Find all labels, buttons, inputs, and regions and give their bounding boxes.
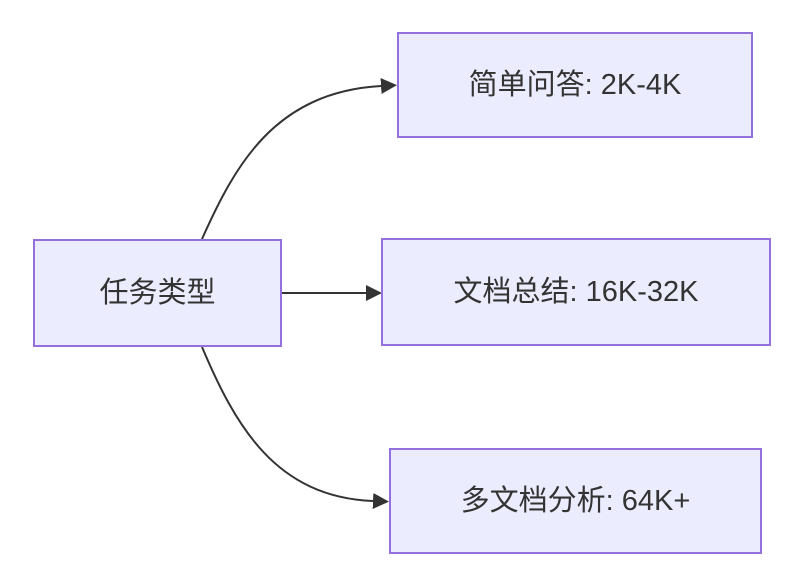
node-task-type: 任务类型 (33, 239, 282, 347)
node-multi-doc: 多文档分析: 64K+ (389, 448, 762, 554)
node-multi-doc-label: 多文档分析: 64K+ (460, 484, 691, 517)
node-doc-summary-label: 文档总结: 16K-32K (453, 275, 699, 308)
node-doc-summary: 文档总结: 16K-32K (381, 238, 771, 346)
edge-task-type-to-multi-doc (201, 346, 389, 509)
node-simple-qa-label: 简单问答: 2K-4K (468, 68, 682, 101)
edge-task-type-to-simple-qa (201, 78, 397, 240)
node-task-type-label: 任务类型 (99, 276, 216, 309)
node-simple-qa: 简单问答: 2K-4K (397, 32, 753, 138)
